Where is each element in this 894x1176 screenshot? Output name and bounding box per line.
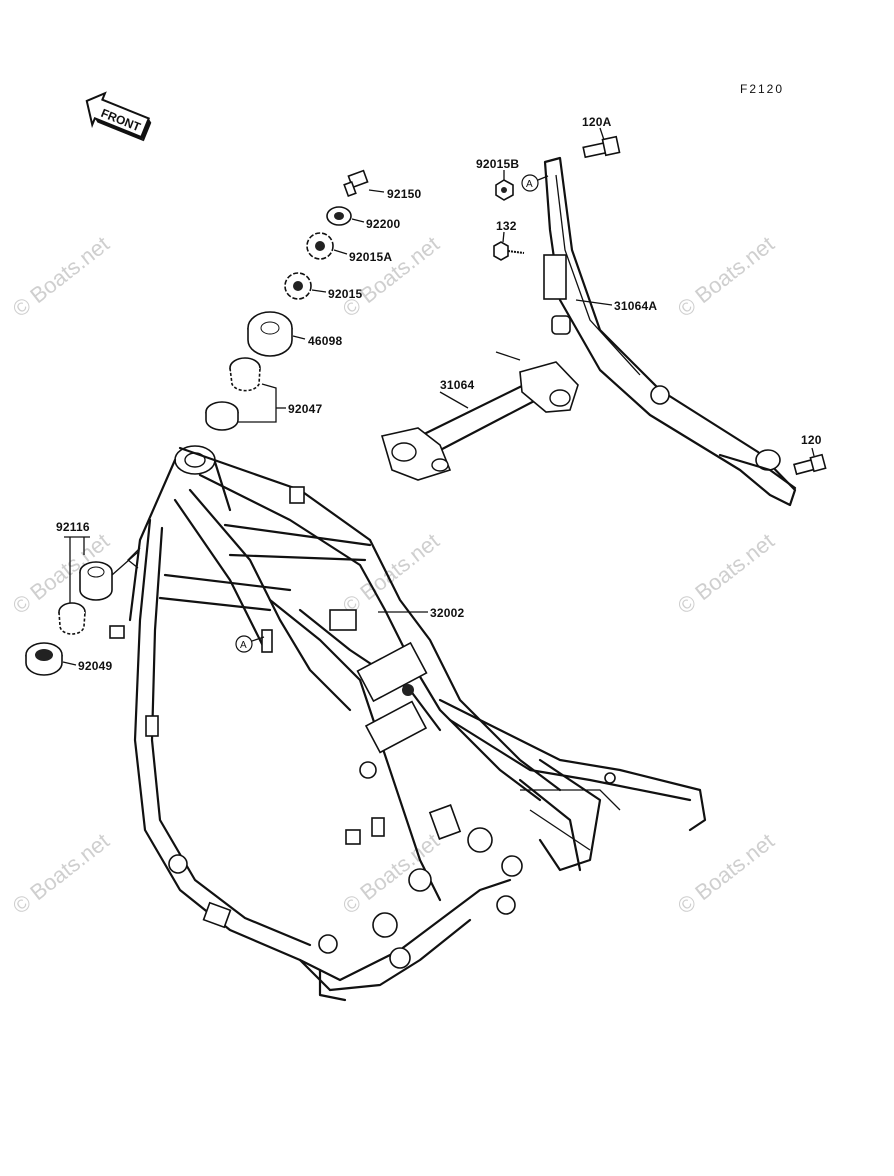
label-120: 120 xyxy=(801,433,822,447)
leader-92047 xyxy=(238,383,277,423)
watermark: © Boats.net xyxy=(673,528,779,619)
leader-120A xyxy=(599,127,605,141)
label-92150: 92150 xyxy=(387,187,421,201)
leader-marker-a xyxy=(537,175,549,181)
label-92015: 92015 xyxy=(328,287,362,301)
leader-46098 xyxy=(292,335,306,340)
bolt-120A-icon xyxy=(582,135,621,159)
bolt-120-icon xyxy=(793,453,827,476)
leader-92116-to-frame xyxy=(111,551,139,576)
reference-marker-a: A xyxy=(521,174,539,192)
leader-92150 xyxy=(368,189,385,193)
bearing-92047-icon xyxy=(205,357,261,431)
leader-31064A xyxy=(575,299,613,306)
label-92047: 92047 xyxy=(288,402,322,416)
leader-92200 xyxy=(351,218,365,223)
watermarks: © Boats.net © Boats.net © Boats.net © Bo… xyxy=(8,231,779,919)
leader-92015A xyxy=(333,249,348,255)
bearing-92116-icon xyxy=(58,561,113,635)
spacer-46098-icon xyxy=(247,311,293,357)
svg-text:A: A xyxy=(526,179,533,190)
label-32002: 32002 xyxy=(430,606,464,620)
reference-marker-a-frame: A xyxy=(235,635,253,653)
watermark: © Boats.net xyxy=(338,231,444,322)
label-31064: 31064 xyxy=(440,378,474,392)
leader-132 xyxy=(502,231,505,243)
bolt-132-icon xyxy=(493,241,525,261)
watermark: © Boats.net xyxy=(673,231,779,322)
nut-92015-icon xyxy=(284,272,312,300)
watermark: © Boats.net xyxy=(8,828,114,919)
watermark: © Boats.net xyxy=(673,828,779,919)
mount-bracket xyxy=(543,254,567,300)
seal-92049-icon xyxy=(25,642,63,676)
watermark: © Boats.net xyxy=(8,231,114,322)
cross-tube-31064 xyxy=(380,351,579,481)
down-tube-31064A xyxy=(543,156,797,507)
leader-120 xyxy=(811,447,815,457)
label-46098: 46098 xyxy=(308,334,342,348)
leader-92015 xyxy=(311,289,327,293)
main-frame-32002 xyxy=(109,445,707,1002)
label-92015A: 92015A xyxy=(349,250,392,264)
battery-box xyxy=(356,641,428,703)
leader-92049 xyxy=(62,661,77,666)
label-120A: 120A xyxy=(582,115,612,129)
svg-text:A: A xyxy=(240,640,247,651)
bolt-92150-icon xyxy=(343,169,369,198)
label-92049: 92049 xyxy=(78,659,112,673)
washer-92200-icon xyxy=(326,206,352,226)
leader-31064 xyxy=(439,391,469,409)
label-92015B: 92015B xyxy=(476,157,519,171)
label-132: 132 xyxy=(496,219,517,233)
nut-92015B-icon xyxy=(495,179,514,201)
label-92200: 92200 xyxy=(366,217,400,231)
label-92116: 92116 xyxy=(56,520,90,534)
nut-92015A-icon xyxy=(306,232,334,260)
leader-marker-a-frame xyxy=(251,636,265,642)
diagram-code: F2120 xyxy=(740,82,784,96)
front-arrow-icon: FRONT xyxy=(85,91,152,142)
label-31064A: 31064A xyxy=(614,299,657,313)
